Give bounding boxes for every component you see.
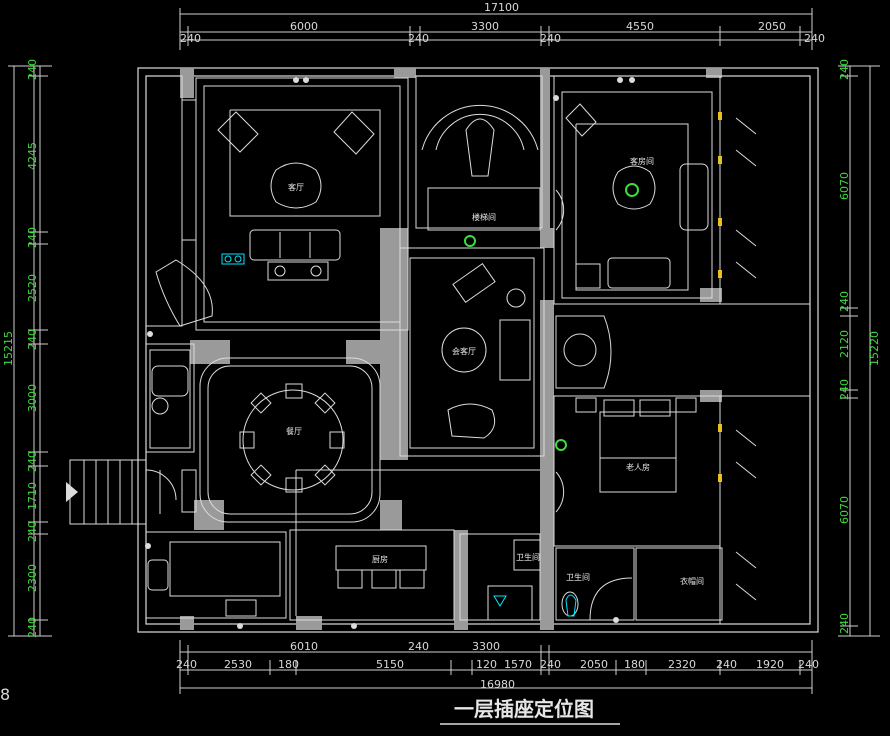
dim-right-1: 6070 [838,172,851,200]
dim-bottom-0: 240 [176,658,197,671]
dim-bottom-10: 240 [716,658,737,671]
dim-left-6: 240 [26,451,39,472]
dim-bottom-7: 2050 [580,658,608,671]
dim-bottom-1: 2530 [224,658,252,671]
dim-bottom-total: 16980 [480,678,515,691]
dim-left-4: 240 [26,329,39,350]
room-stair-label: 楼梯间 [472,212,496,222]
room-elder-label: 老人房 [626,462,650,472]
right-dimension-lines [838,65,880,637]
dim-right-5: 6070 [838,496,851,524]
dim-bottom-5: 1570 [504,658,532,671]
dim-bottom-11: 1920 [756,658,784,671]
right-dimension-labels: 15220 240 6070 240 2120 240 6070 240 [838,59,881,634]
top-dimension-lines [179,8,813,50]
dim-bottom-main-0: 6010 [290,640,318,653]
furniture [147,103,709,621]
dim-top-1: 6000 [290,20,318,33]
room-labels: 客厅 楼梯间 会客厅 餐厅 厨房 卫生间 老人房 卫生间 衣帽间 客房间 [286,156,704,586]
dim-left-3: 2520 [26,274,39,302]
dim-top-6: 2050 [758,20,786,33]
room-dining-label: 餐厅 [286,427,302,436]
dim-right-total: 15220 [868,331,881,366]
dim-left-1: 4245 [26,142,39,170]
outlet-symbol-living [221,253,245,265]
dim-bottom-2: 180 [278,658,299,671]
dim-bottom-8: 180 [624,658,645,671]
bottom-dimension-lines [179,640,813,694]
dim-top-7: 240 [804,32,825,45]
room-closet-label: 衣帽间 [680,576,704,586]
dim-left-5: 3000 [26,384,39,412]
dim-bottom-main-2: 3300 [472,640,500,653]
dim-top-4: 240 [540,32,561,45]
room-guest-label: 客房间 [630,156,654,166]
dim-left-0: 240 [26,59,39,80]
room-kitchen-label: 厨房 [372,554,388,564]
wall-fills [180,68,722,630]
entrance-arrow [66,482,78,502]
dim-right-4: 240 [838,379,851,400]
dim-bottom-main-1: 240 [408,640,429,653]
left-dimension-labels: 15215 240 4245 240 2520 240 3000 240 171… [2,59,39,638]
room-living-label: 客厅 [288,182,304,192]
dim-bottom-9: 2320 [668,658,696,671]
interior-walls [69,75,811,625]
left-dimension-lines [8,65,52,637]
dim-right-2: 240 [838,291,851,312]
outlet-green-stair [464,235,476,247]
dim-left-2: 240 [26,227,39,248]
room-bath-b-label: 卫生间 [566,572,590,582]
dim-left-7: 1710 [26,482,39,510]
dim-left-total: 15215 [2,331,15,366]
outlets [145,77,722,629]
dim-right-6: 240 [838,613,851,634]
dim-left-8: 240 [26,521,39,542]
dim-top-0: 240 [180,32,201,45]
dim-top-2: 240 [408,32,429,45]
dim-bottom-4: 120 [476,658,497,671]
dim-bottom-6: 240 [540,658,561,671]
dim-right-0: 240 [838,59,851,80]
dim-bottom-3: 5150 [376,658,404,671]
outlet-green-guest [625,183,639,197]
dim-bottom-12: 240 [798,658,819,671]
corner-mark: 8 [0,685,10,704]
dim-top-total: 17100 [484,1,519,14]
outlet-markers-small [145,77,635,629]
drawing-title: 一层插座定位图 [454,697,594,721]
dim-right-3: 2120 [838,330,851,358]
outlet-green-elder [555,439,567,451]
dim-left-10: 240 [26,617,39,638]
room-meeting-label: 会客厅 [452,346,476,356]
outlet-symbol-bath [493,594,577,617]
room-bath-a-label: 卫生间 [516,552,540,562]
dim-left-9: 2300 [26,564,39,592]
outlet-markers-yellow [718,112,722,482]
dim-top-3: 3300 [471,20,499,33]
dim-top-5: 4550 [626,20,654,33]
